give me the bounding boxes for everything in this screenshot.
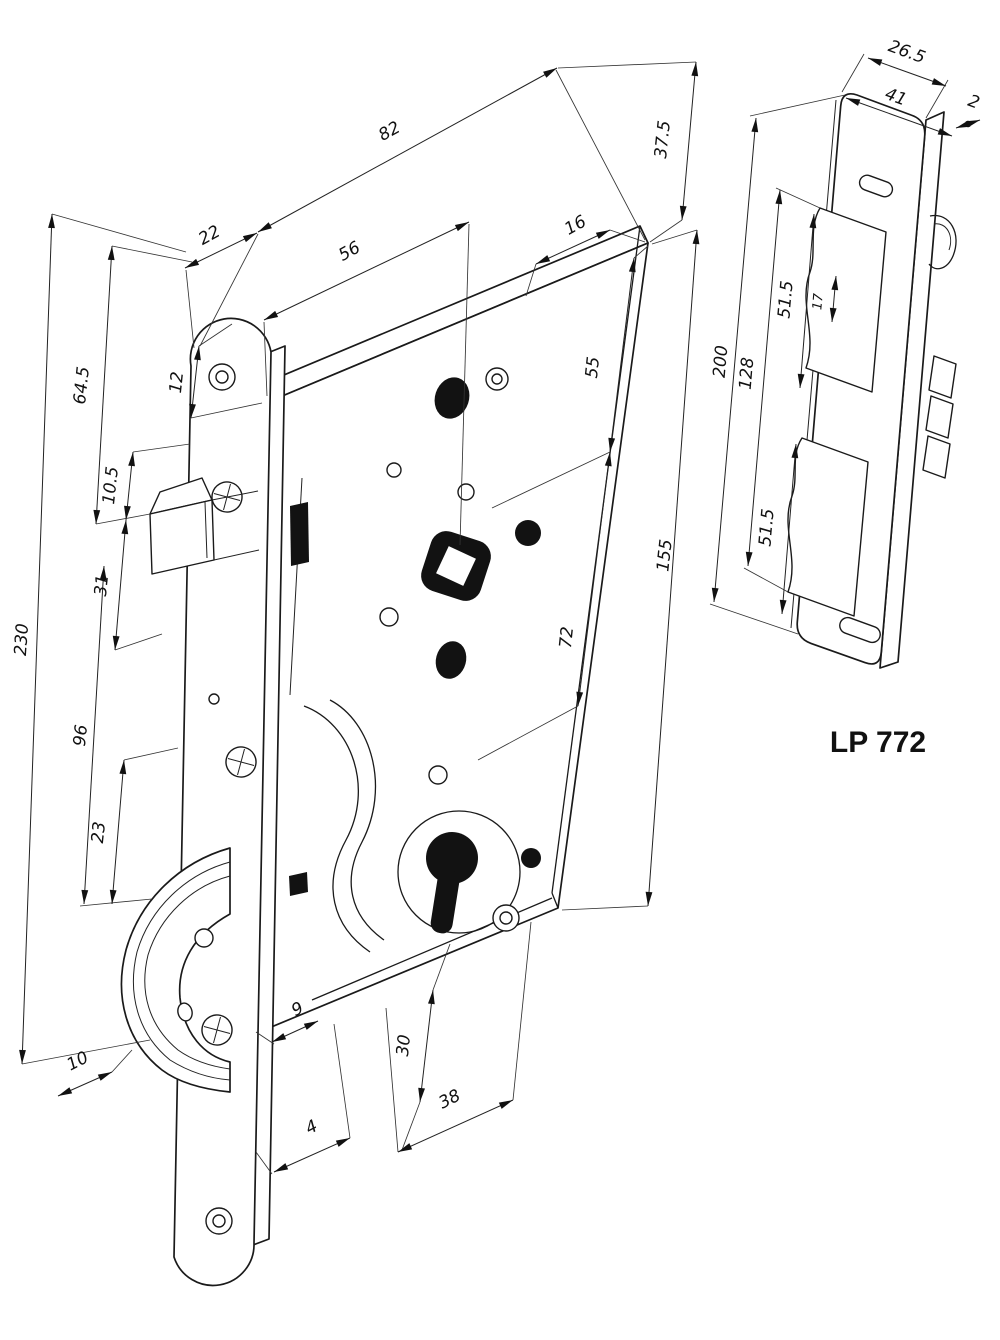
small-hole-4 bbox=[428, 765, 448, 785]
faceplate-top-hole bbox=[208, 363, 236, 391]
fixing-hole-lower bbox=[521, 848, 541, 868]
lock-case bbox=[239, 225, 649, 1041]
hook-slot-curve bbox=[303, 705, 371, 953]
dim-12: 12 bbox=[166, 371, 188, 395]
dim-230: 230 bbox=[11, 623, 33, 657]
faceplate-small-hole bbox=[208, 693, 220, 705]
faceplate-screw-3 bbox=[201, 1014, 233, 1046]
latch-bolt bbox=[149, 477, 260, 575]
small-hole-2 bbox=[457, 483, 475, 501]
latch-keeper bbox=[928, 214, 957, 270]
strike-window-lower bbox=[787, 437, 869, 617]
dim-38: 38 bbox=[436, 1086, 465, 1114]
dim-16: 16 bbox=[561, 212, 590, 240]
dim-155: 155 bbox=[653, 538, 676, 572]
dim-4: 4 bbox=[302, 1116, 321, 1139]
dim-82: 82 bbox=[375, 118, 404, 146]
dim-200: 200 bbox=[710, 345, 733, 379]
hook-pivot-hole bbox=[194, 928, 214, 948]
faceplate-screw-2 bbox=[225, 746, 257, 778]
dim-96: 96 bbox=[70, 723, 92, 747]
small-hole-1 bbox=[386, 462, 402, 478]
dim-56: 56 bbox=[335, 238, 364, 266]
case-screw bbox=[492, 904, 520, 932]
dim-30: 30 bbox=[393, 1034, 415, 1058]
dim-10-5: 10.5 bbox=[99, 466, 123, 506]
dim-2: 2 bbox=[965, 91, 982, 113]
latch-window bbox=[290, 502, 309, 566]
dim-72: 72 bbox=[556, 626, 578, 650]
screw-slot-top bbox=[858, 174, 894, 198]
hook-hole bbox=[177, 1002, 193, 1022]
latch-face bbox=[149, 499, 215, 575]
dim-22: 22 bbox=[195, 222, 224, 250]
faceplate-face bbox=[173, 317, 272, 1287]
hook-keeper-3 bbox=[922, 435, 951, 479]
hook-window bbox=[289, 872, 308, 896]
dim-17: 17 bbox=[810, 292, 826, 311]
dim-55: 55 bbox=[582, 356, 604, 380]
handle-hole-lower bbox=[435, 641, 467, 679]
hook-keeper-2 bbox=[925, 395, 954, 439]
dim-51-5-upper: 51.5 bbox=[774, 280, 797, 319]
hook-bolt bbox=[120, 847, 231, 1093]
dim-37-5: 37.5 bbox=[651, 120, 675, 160]
spindle-follower bbox=[421, 531, 491, 601]
dim-64-5: 64.5 bbox=[70, 366, 94, 406]
handle-hole-upper bbox=[434, 377, 470, 419]
model-label: LP 772 bbox=[830, 726, 926, 759]
cylinder-rosette bbox=[397, 810, 521, 934]
strike-plate bbox=[787, 92, 957, 669]
fixing-hole-right bbox=[515, 520, 541, 546]
euro-cylinder-hole bbox=[426, 832, 478, 934]
hook-keeper-1 bbox=[928, 355, 957, 399]
small-hole-3 bbox=[379, 607, 399, 627]
dim-26-5: 26.5 bbox=[886, 36, 928, 68]
dim-128: 128 bbox=[736, 356, 759, 390]
faceplate-bottom-hole bbox=[205, 1207, 233, 1235]
screw-slot-bottom bbox=[839, 616, 881, 644]
faceplate bbox=[173, 317, 286, 1287]
dim-51-5-lower: 51.5 bbox=[755, 508, 778, 547]
dim-31: 31 bbox=[91, 574, 113, 598]
dim-23: 23 bbox=[88, 821, 110, 845]
fixing-hole-upper bbox=[485, 367, 509, 391]
dimension-lines-right: 26.5 41 2 200 128 51.5 17 51.5 bbox=[710, 36, 982, 635]
